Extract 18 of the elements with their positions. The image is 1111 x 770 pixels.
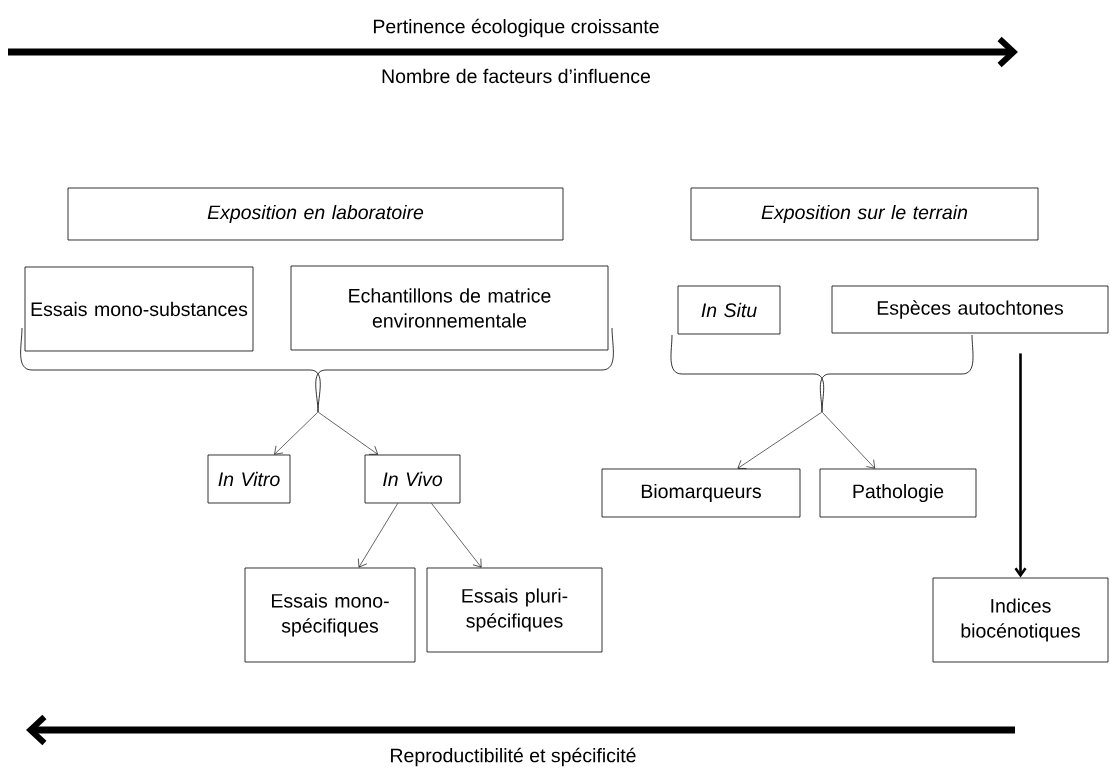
text-box: Echantillons de matrice environnementale: [290, 265, 609, 351]
brace: [20, 327, 614, 413]
text-box: Essais mono-substances: [24, 266, 254, 352]
text-box: Essais mono-spécifiques: [244, 567, 416, 663]
text-box: In Vivo: [364, 454, 461, 504]
axis-caption: Reproductibilité et spécificité: [391, 747, 636, 767]
text-box: Essais pluri-spécifiques: [426, 567, 603, 653]
brace: [670, 334, 974, 413]
text-box: Pathologie: [819, 468, 977, 518]
text-box: Exposition en laboratoire: [67, 187, 564, 241]
axis-caption: Nombre de facteurs d’influence: [382, 68, 651, 84]
text-box: Espèces autochtones: [831, 285, 1109, 334]
axis-caption: Pertinence écologique croissante: [374, 18, 659, 38]
text-box: Biomarqueurs: [601, 468, 801, 518]
text-box: Indices biocénotiques: [932, 577, 1109, 663]
text-box: In Situ: [677, 285, 781, 335]
text-box: In Vitro: [207, 454, 291, 504]
text-box: Exposition sur le terrain: [690, 187, 1039, 241]
